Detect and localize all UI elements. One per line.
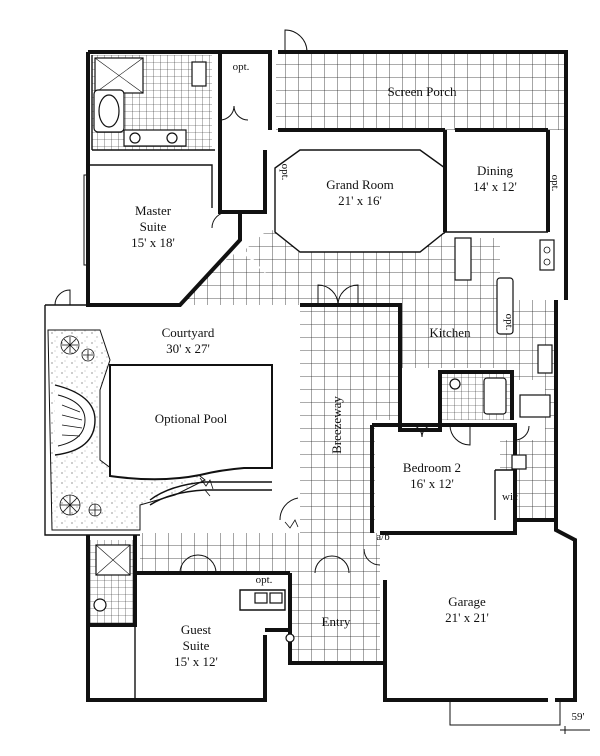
pool [109,364,273,506]
label-garage: Garage [448,594,486,609]
size-garage: 21' x 21' [445,610,489,625]
label-dining: Dining [477,163,514,178]
size-bedroom-2: 16' x 12' [410,476,454,491]
size-guest-suite: 15' x 12' [174,654,218,669]
label-optional-pool: Optional Pool [155,411,228,426]
kitchen-island [454,237,472,281]
label-guest-suite: Suite [183,638,210,653]
label-grand-room: Grand Room [326,177,394,192]
kitchen-island [496,277,514,335]
size-master-suite: 15' x 18' [131,235,175,250]
label-kitchen: Kitchen [429,325,471,340]
toilet-icon [93,598,107,612]
refrigerator-icon [537,344,553,374]
label-opt-top: opt. [233,61,250,73]
range-icon [539,239,555,271]
label-guest: Guest [181,622,212,637]
washer-icon [519,394,551,418]
water-heater-icon [511,454,527,470]
doors [54,29,530,574]
label-opt-side: opt. [279,164,291,181]
overall-width-label: 59' [572,711,585,723]
label-courtyard: Courtyard [162,325,215,340]
label-wic: wic [502,491,518,503]
walls [44,50,577,702]
sink-icon [129,132,141,144]
label-suite: Suite [140,219,167,234]
size-dining: 14' x 12' [473,179,517,194]
label-opt-guest: opt. [256,574,273,586]
label-entry: Entry [322,614,351,629]
label-master: Master [135,203,172,218]
bathtub-icon [483,377,507,415]
label-bedroom-2: Bedroom 2 [403,460,461,475]
toilet-icon [449,378,461,390]
label-opt-dining: opt. [549,175,561,192]
toilet-icon [191,61,207,87]
sink-icon [166,132,178,144]
grand-room-outline [274,149,446,253]
size-grand-room: 21' x 16' [338,193,382,208]
label-ab: a/b [376,531,390,543]
fixtures [93,57,555,643]
size-courtyard: 30' x 27' [166,341,210,356]
label-breezeway: Breezeway [329,396,344,454]
room-labels: Screen Porch Grand Room 21' x 16' Dining… [131,61,584,723]
dimension-line [560,726,590,734]
label-opt-kitchen: opt. [503,314,515,331]
plant-icon [59,335,299,529]
label-screen-porch: Screen Porch [388,84,457,99]
garage-apron [449,700,561,726]
